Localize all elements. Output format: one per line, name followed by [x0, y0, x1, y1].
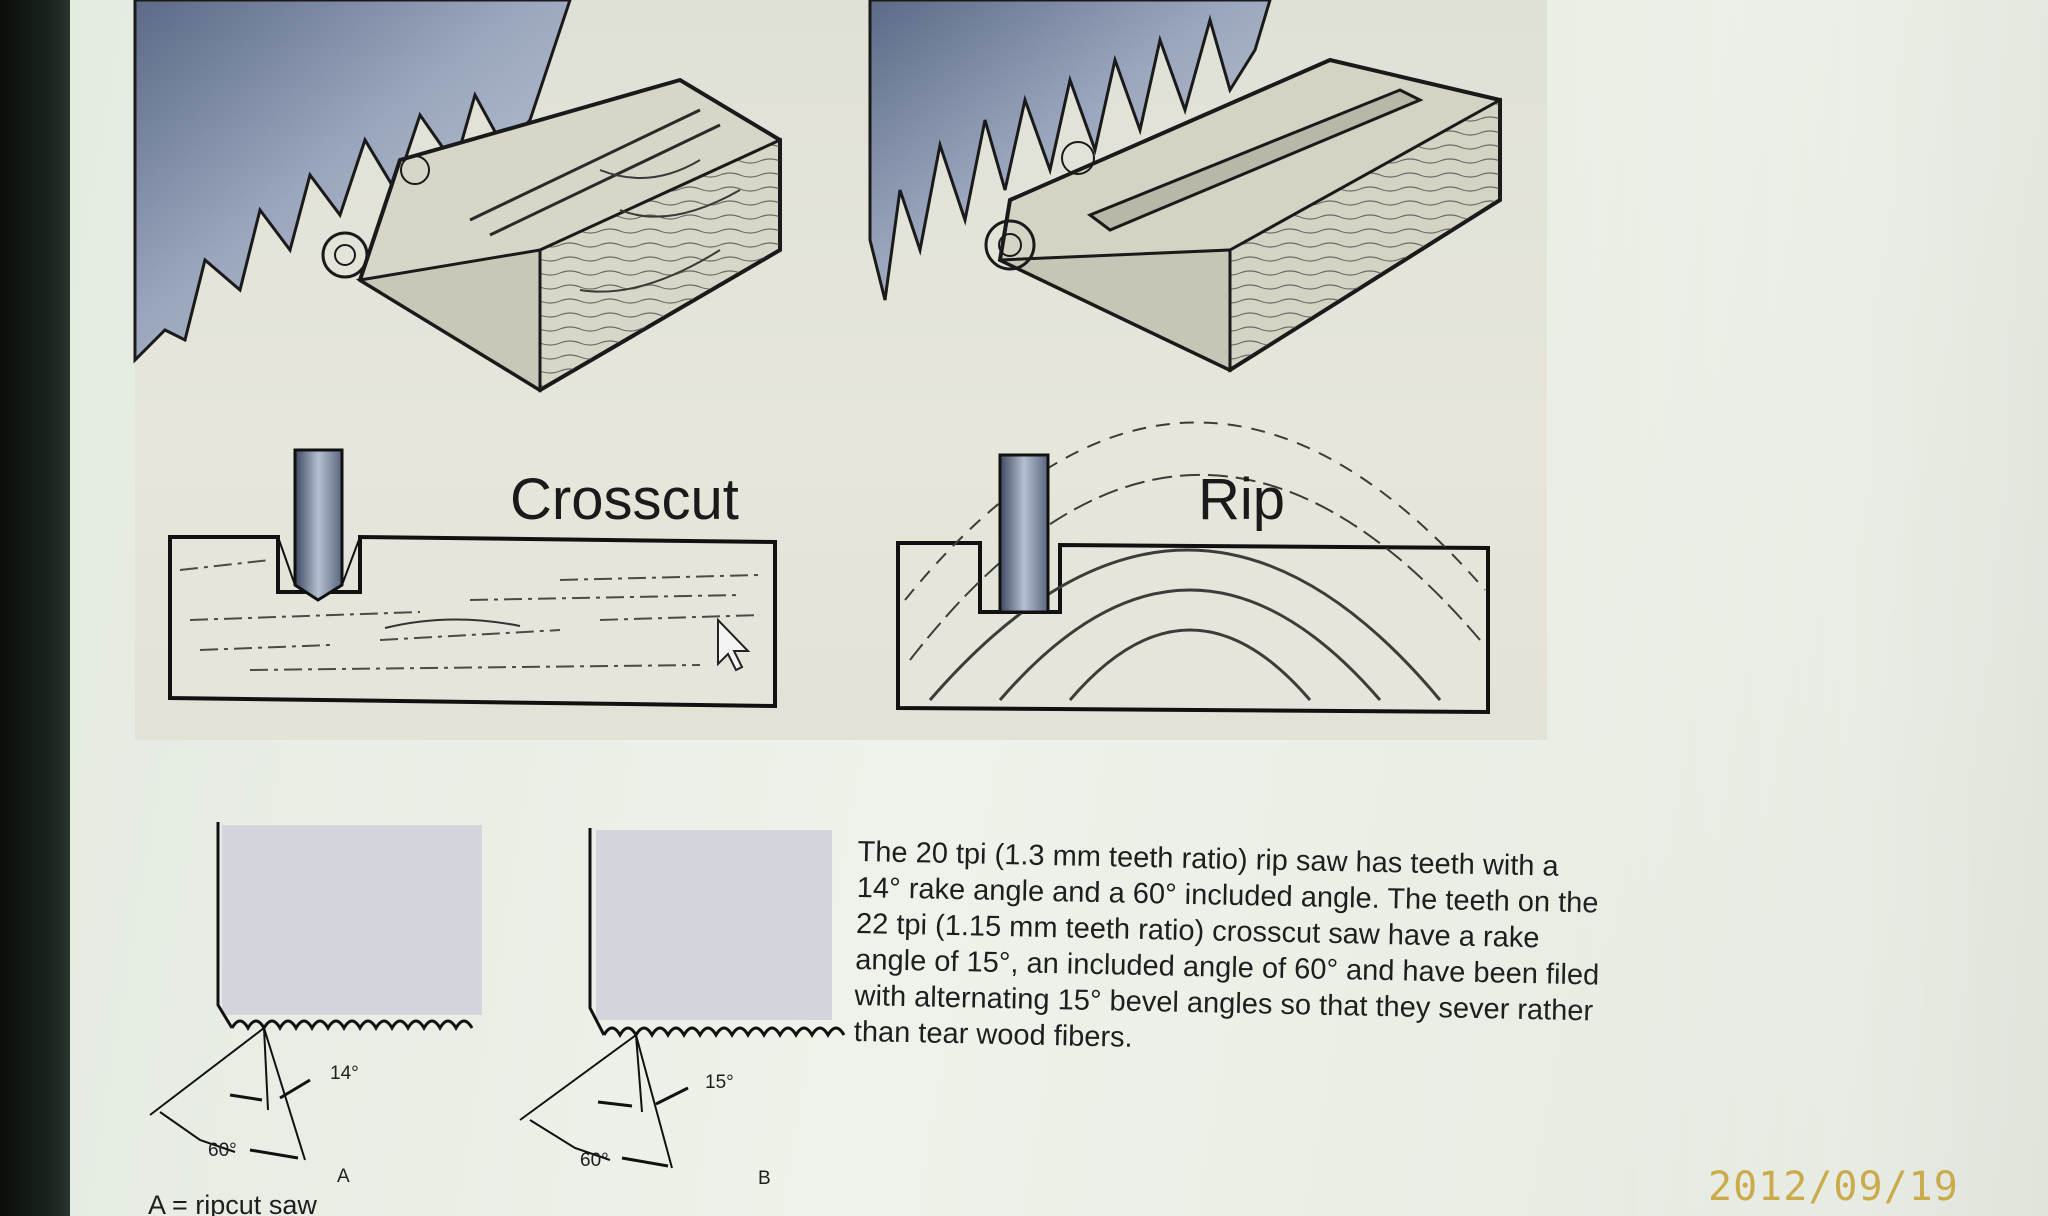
crosscut-label: Crosscut [510, 467, 739, 532]
rake-angle-a-label: 14° [330, 1063, 359, 1084]
tooth-diagram-b [519, 828, 846, 1169]
rake-angle-b-label: 15° [705, 1072, 734, 1093]
mouse-cursor-icon [717, 617, 751, 672]
tooth-diagram-a [149, 822, 482, 1161]
diagram-b-letter: B [758, 1168, 771, 1189]
rip-label: Rip [1198, 467, 1286, 532]
included-angle-a-label: 60° [208, 1140, 237, 1161]
crosscut-cross-section [168, 448, 777, 709]
figure-caption: A = ripcut saw [148, 1190, 317, 1216]
diagram-a-letter: A [337, 1166, 350, 1187]
monitor-bezel [0, 0, 70, 1216]
saw-teeth-description: The 20 tpi (1.3 mm teeth ratio) rip saw … [853, 834, 1677, 1067]
rip-cross-section [896, 421, 1490, 715]
camera-timestamp: 2012/09/19 20:49 [1708, 1164, 1959, 1216]
crosscut-saw-drawing [133, 0, 782, 393]
included-angle-b-label: 60° [580, 1150, 609, 1171]
rip-saw-drawing [868, 0, 1502, 373]
